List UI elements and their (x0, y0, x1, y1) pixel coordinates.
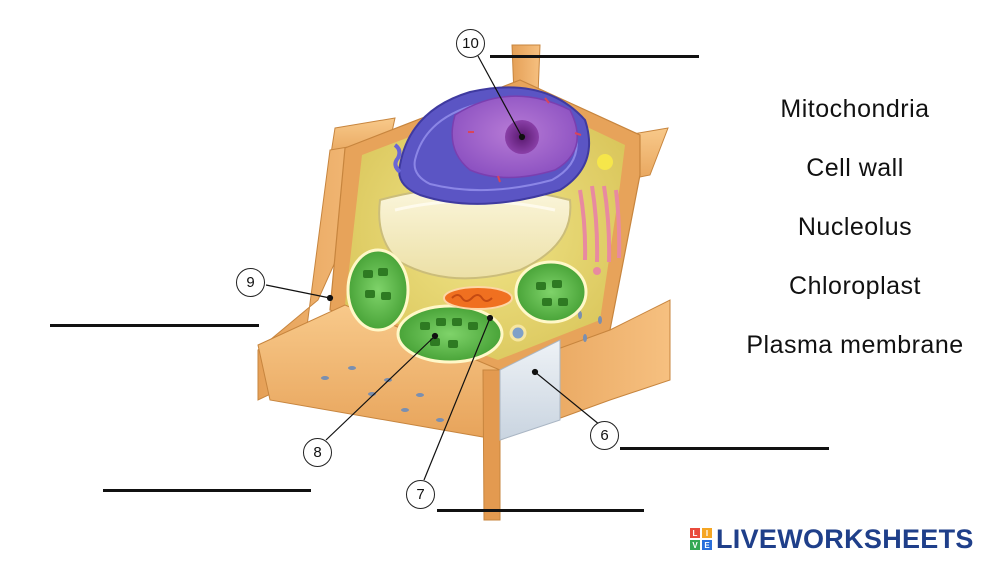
word-bank-item-plasma-membrane[interactable]: Plasma membrane (746, 331, 963, 360)
label-number-7: 7 (406, 480, 435, 509)
word-bank-item-mitochondria[interactable]: Mitochondria (780, 95, 929, 124)
brand-text: LIVEWORKSHEETS (716, 524, 974, 555)
liveworksheets-mark-icon: L I V E (690, 528, 712, 550)
mitochondria-icon (444, 287, 512, 309)
label-number-10: 10 (456, 29, 485, 58)
answer-blank-7[interactable] (437, 509, 644, 512)
word-bank-item-cell-wall[interactable]: Cell wall (806, 154, 904, 183)
word-bank-item-nucleolus[interactable]: Nucleolus (798, 213, 912, 242)
word-bank-item-chloroplast[interactable]: Chloroplast (789, 272, 921, 301)
liveworksheets-logo: L I V E LIVEWORKSHEETS (690, 522, 974, 556)
answer-blank-8[interactable] (103, 489, 311, 492)
answer-blank-6[interactable] (620, 447, 829, 450)
label-number-6: 6 (590, 421, 619, 450)
label-number-9: 9 (236, 268, 265, 297)
answer-blank-10[interactable] (490, 55, 699, 58)
answer-blank-9[interactable] (50, 324, 259, 327)
label-number-8: 8 (303, 438, 332, 467)
